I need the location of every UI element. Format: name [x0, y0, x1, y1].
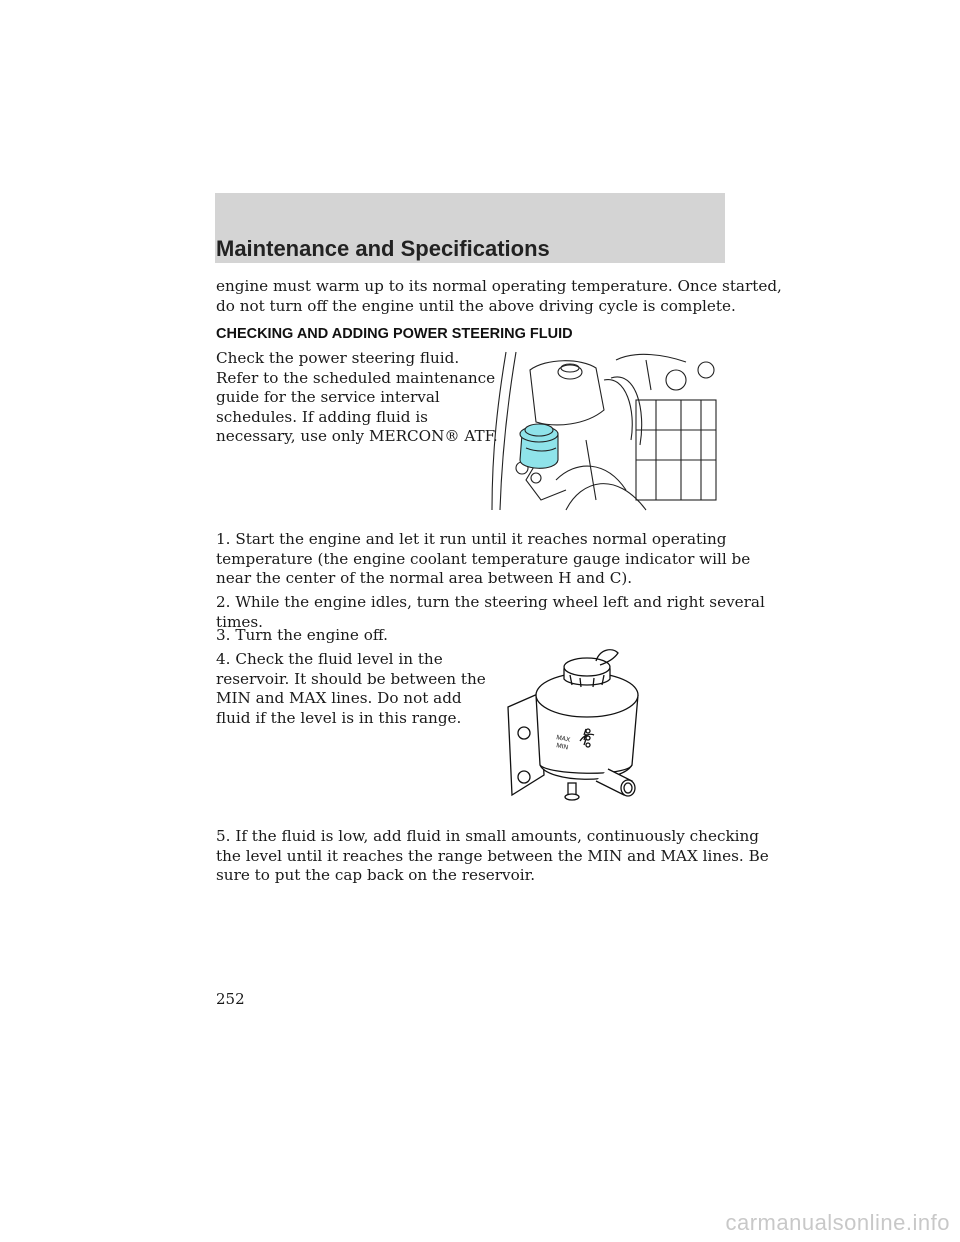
text-line: 1. Start the engine and let it run until… — [216, 530, 727, 548]
text-line: the level until it reaches the range bet… — [216, 846, 769, 865]
text-line: temperature (the engine coolant temperat… — [216, 549, 751, 568]
text-line: necessary, use only MERCON® ATF. — [216, 427, 498, 445]
page-number: 252 — [216, 990, 245, 1008]
power-steering-reservoir-highlight — [519, 423, 559, 469]
text-line: do not turn off the engine until the abo… — [216, 296, 736, 315]
text-line: guide for the service interval — [216, 388, 440, 406]
step-1-paragraph: 1. Start the engine and let it run until… — [216, 530, 750, 589]
text-line: fluid if the level is in this range. — [216, 708, 462, 727]
engine-compartment-illustration — [491, 351, 717, 511]
header-band — [215, 193, 725, 263]
text-line: engine must warm up to its normal operat… — [216, 277, 782, 295]
step-2-paragraph: 2. While the engine idles, turn the stee… — [216, 593, 765, 632]
check-fluid-paragraph: Check the power steering fluid. Refer to… — [216, 349, 498, 447]
text-line: 3. Turn the engine off. — [216, 626, 388, 644]
text-line: sure to put the cap back on the reservoi… — [216, 866, 536, 884]
reservoir-closeup-illustration: MAX MIN — [507, 649, 639, 801]
step-4-paragraph: 4. Check the fluid level in the reservoi… — [216, 650, 486, 728]
text-line: 5. If the fluid is low, add fluid in sma… — [216, 827, 760, 845]
step-5-paragraph: 5. If the fluid is low, add fluid in sma… — [216, 827, 769, 886]
text-line: reservoir. It should be between the — [216, 669, 486, 688]
watermark-link[interactable]: carmanualsonline.info — [725, 1210, 950, 1235]
text-line: near the center of the normal area betwe… — [216, 569, 633, 587]
text-line: schedules. If adding fluid is — [216, 407, 428, 426]
subsection-heading: CHECKING AND ADDING POWER STEERING FLUID — [216, 326, 573, 342]
text-line: MIN and MAX lines. Do not add — [216, 689, 462, 707]
text-line: 4. Check the fluid level in the — [216, 650, 443, 668]
min-level-label: MIN — [556, 742, 569, 751]
text-line: times. — [216, 612, 263, 631]
section-title: Maintenance and Specifications — [216, 236, 550, 261]
intro-paragraph: engine must warm up to its normal operat… — [216, 277, 782, 316]
text-line: Check the power steering fluid. — [216, 349, 460, 367]
max-level-label: MAX — [556, 734, 572, 744]
text-line: Refer to the scheduled maintenance — [216, 368, 496, 387]
step-3-paragraph: 3. Turn the engine off. — [216, 626, 388, 646]
text-line: 2. While the engine idles, turn the stee… — [216, 593, 765, 611]
